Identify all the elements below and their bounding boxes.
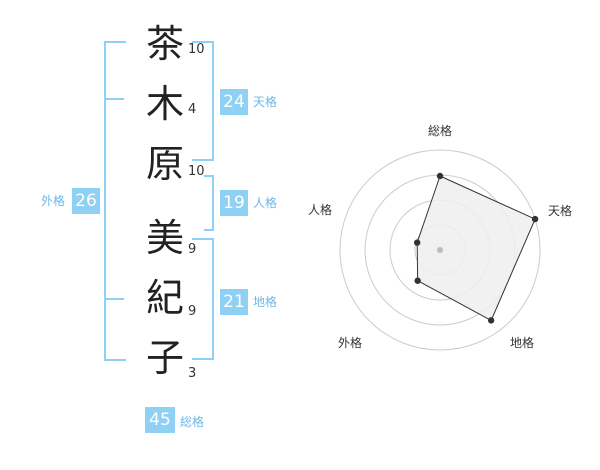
radar-axis-label-tenkaku: 天格 <box>548 204 573 218</box>
radar-point-4 <box>414 277 421 284</box>
radar-point-3 <box>487 317 495 324</box>
jinkaku-badge: 19 <box>220 190 248 216</box>
tenkaku-label: 天格 <box>253 95 278 109</box>
radar-axis-label-soukaku: 総格 <box>428 124 453 138</box>
radar-point-2 <box>531 215 539 223</box>
name-char-3: 原 <box>145 142 184 186</box>
radar-axis-label-chikaku: 地格 <box>510 336 535 350</box>
stroke-count-6: 3 <box>188 366 197 381</box>
radar-axis-label-gaikaku: 外格 <box>338 336 363 350</box>
tenkaku-bracket <box>192 41 214 161</box>
soukaku-label: 総格 <box>180 415 205 429</box>
soukaku-badge: 45 <box>145 407 175 433</box>
chikaku-label: 地格 <box>253 295 278 309</box>
stroke-count-2: 4 <box>188 102 197 117</box>
name-char-1: 茶 <box>145 22 184 66</box>
stroke-count-5: 9 <box>188 304 197 319</box>
chikaku-badge: 21 <box>220 289 248 315</box>
radar-score-polygon <box>416 175 536 322</box>
stroke-count-1: 10 <box>188 42 205 57</box>
gaikaku-bracket-tick-low <box>104 298 124 300</box>
stroke-count-4: 9 <box>188 242 197 257</box>
name-char-4: 美 <box>145 216 184 260</box>
radar-center-point <box>437 247 443 253</box>
gaikaku-badge: 26 <box>72 188 100 214</box>
jinkaku-label: 人格 <box>253 196 278 210</box>
radar-grid-ring <box>339 149 541 351</box>
name-char-2: 木 <box>145 82 184 126</box>
name-char-5: 紀 <box>145 276 184 320</box>
stroke-count-3: 10 <box>188 164 205 179</box>
radar-point-1 <box>436 172 444 180</box>
jinkaku-bracket <box>204 175 214 231</box>
radar-axis-label-jinkaku: 人格 <box>308 203 333 217</box>
radar-point-5 <box>413 239 421 246</box>
tenkaku-badge: 24 <box>220 89 248 115</box>
chikaku-bracket <box>192 238 214 360</box>
gaikaku-label: 外格 <box>41 194 66 208</box>
gaikaku-bracket-tick-mid <box>104 98 124 100</box>
gaikaku-bracket <box>104 41 126 361</box>
name-char-6: 子 <box>145 336 184 380</box>
